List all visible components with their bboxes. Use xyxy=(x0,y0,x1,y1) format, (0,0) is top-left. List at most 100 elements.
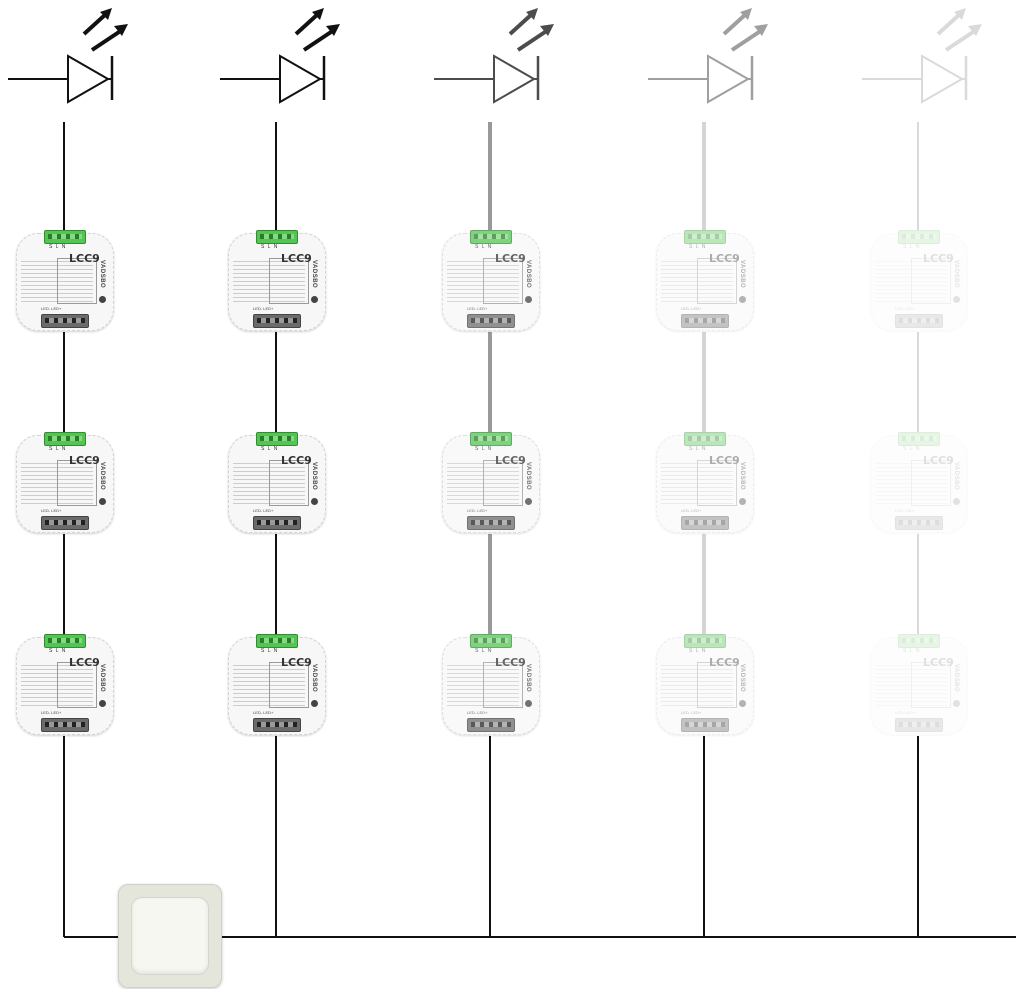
output-label: LED- LED+ xyxy=(253,306,274,311)
spec-table xyxy=(57,662,97,708)
output-label: LED- LED+ xyxy=(41,306,62,311)
model-label: LCC9 xyxy=(709,252,740,265)
output-terminal xyxy=(681,718,729,732)
output-label: LED- LED+ xyxy=(253,710,274,715)
driver-housing xyxy=(870,435,968,533)
terminal-label: S L N xyxy=(689,244,707,250)
terminal-label: S L N xyxy=(475,446,493,452)
brand-label: VADSBO xyxy=(99,462,105,491)
brand-logo-icon xyxy=(99,296,106,303)
emission-arrowhead-2 xyxy=(326,24,340,36)
input-terminal xyxy=(256,432,298,446)
spec-table xyxy=(57,460,97,506)
output-terminal xyxy=(253,516,301,530)
brand-logo-icon xyxy=(311,296,318,303)
brand-label: VADSBO xyxy=(311,462,317,491)
led-symbol-icon xyxy=(648,8,768,104)
emission-arrow-2 xyxy=(302,28,336,52)
brand-logo-icon xyxy=(739,296,746,303)
output-terminal xyxy=(467,718,515,732)
output-terminal xyxy=(895,516,943,530)
output-terminal xyxy=(253,718,301,732)
model-label: LCC9 xyxy=(69,252,100,265)
output-terminal xyxy=(41,718,89,732)
terminal-label: S L N xyxy=(49,446,67,452)
output-label: LED- LED+ xyxy=(467,508,488,513)
spec-table xyxy=(483,258,523,304)
output-terminal xyxy=(41,314,89,328)
diode-triangle xyxy=(493,54,537,104)
input-terminal xyxy=(44,432,86,446)
input-terminal xyxy=(470,634,512,648)
input-terminal xyxy=(44,230,86,244)
input-terminal xyxy=(898,230,940,244)
brand-logo-icon xyxy=(525,700,532,707)
emission-arrow-1 xyxy=(936,12,962,36)
terminal-label: S L N xyxy=(49,648,67,654)
brand-label: VADSBO xyxy=(739,260,745,289)
spec-table xyxy=(911,460,951,506)
column-5 xyxy=(862,8,982,634)
output-terminal xyxy=(41,516,89,530)
spec-table xyxy=(697,460,737,506)
output-label: LED- LED+ xyxy=(681,508,702,513)
spec-table xyxy=(911,662,951,708)
led-symbol-icon xyxy=(862,8,982,104)
terminal-label: S L N xyxy=(261,446,279,452)
diode-triangle xyxy=(707,54,751,104)
terminal-label: S L N xyxy=(261,648,279,654)
emission-arrow-1 xyxy=(508,12,534,36)
input-terminal xyxy=(256,634,298,648)
terminal-label: S L N xyxy=(475,648,493,654)
model-label: LCC9 xyxy=(69,656,100,669)
input-terminal xyxy=(470,432,512,446)
model-label: LCC9 xyxy=(923,252,954,265)
emission-arrow-1 xyxy=(82,12,108,36)
brand-logo-icon xyxy=(953,498,960,505)
emission-arrowhead-2 xyxy=(540,24,554,36)
output-label: LED- LED+ xyxy=(41,508,62,513)
driver-housing xyxy=(656,435,754,533)
spec-text-block xyxy=(875,662,947,706)
model-label: LCC9 xyxy=(709,656,740,669)
input-terminal xyxy=(44,634,86,648)
output-label: LED- LED+ xyxy=(467,306,488,311)
emission-arrow-1 xyxy=(722,12,748,36)
brand-logo-icon xyxy=(739,700,746,707)
brand-label: VADSBO xyxy=(525,462,531,491)
emission-arrowhead-1 xyxy=(526,8,538,20)
emission-arrow-2 xyxy=(90,28,124,52)
brand-label: VADSBO xyxy=(739,664,745,693)
brand-logo-icon xyxy=(525,498,532,505)
output-terminal xyxy=(681,314,729,328)
emission-arrow-2 xyxy=(944,28,978,52)
terminal-label: S L N xyxy=(689,648,707,654)
output-terminal xyxy=(681,516,729,530)
output-label: LED- LED+ xyxy=(253,508,274,513)
driver-housing xyxy=(656,637,754,735)
model-label: LCC9 xyxy=(281,454,312,467)
emission-arrow-1 xyxy=(294,12,320,36)
terminal-label: S L N xyxy=(49,244,67,250)
spec-table xyxy=(269,258,309,304)
spec-table xyxy=(57,258,97,304)
brand-logo-icon xyxy=(953,700,960,707)
spec-table xyxy=(697,258,737,304)
brand-logo-icon xyxy=(311,700,318,707)
brand-logo-icon xyxy=(525,296,532,303)
output-terminal xyxy=(253,314,301,328)
emission-arrowhead-2 xyxy=(114,24,128,36)
output-label: LED- LED+ xyxy=(681,710,702,715)
spec-text-block xyxy=(875,258,947,302)
input-terminal xyxy=(470,230,512,244)
brand-logo-icon xyxy=(99,700,106,707)
